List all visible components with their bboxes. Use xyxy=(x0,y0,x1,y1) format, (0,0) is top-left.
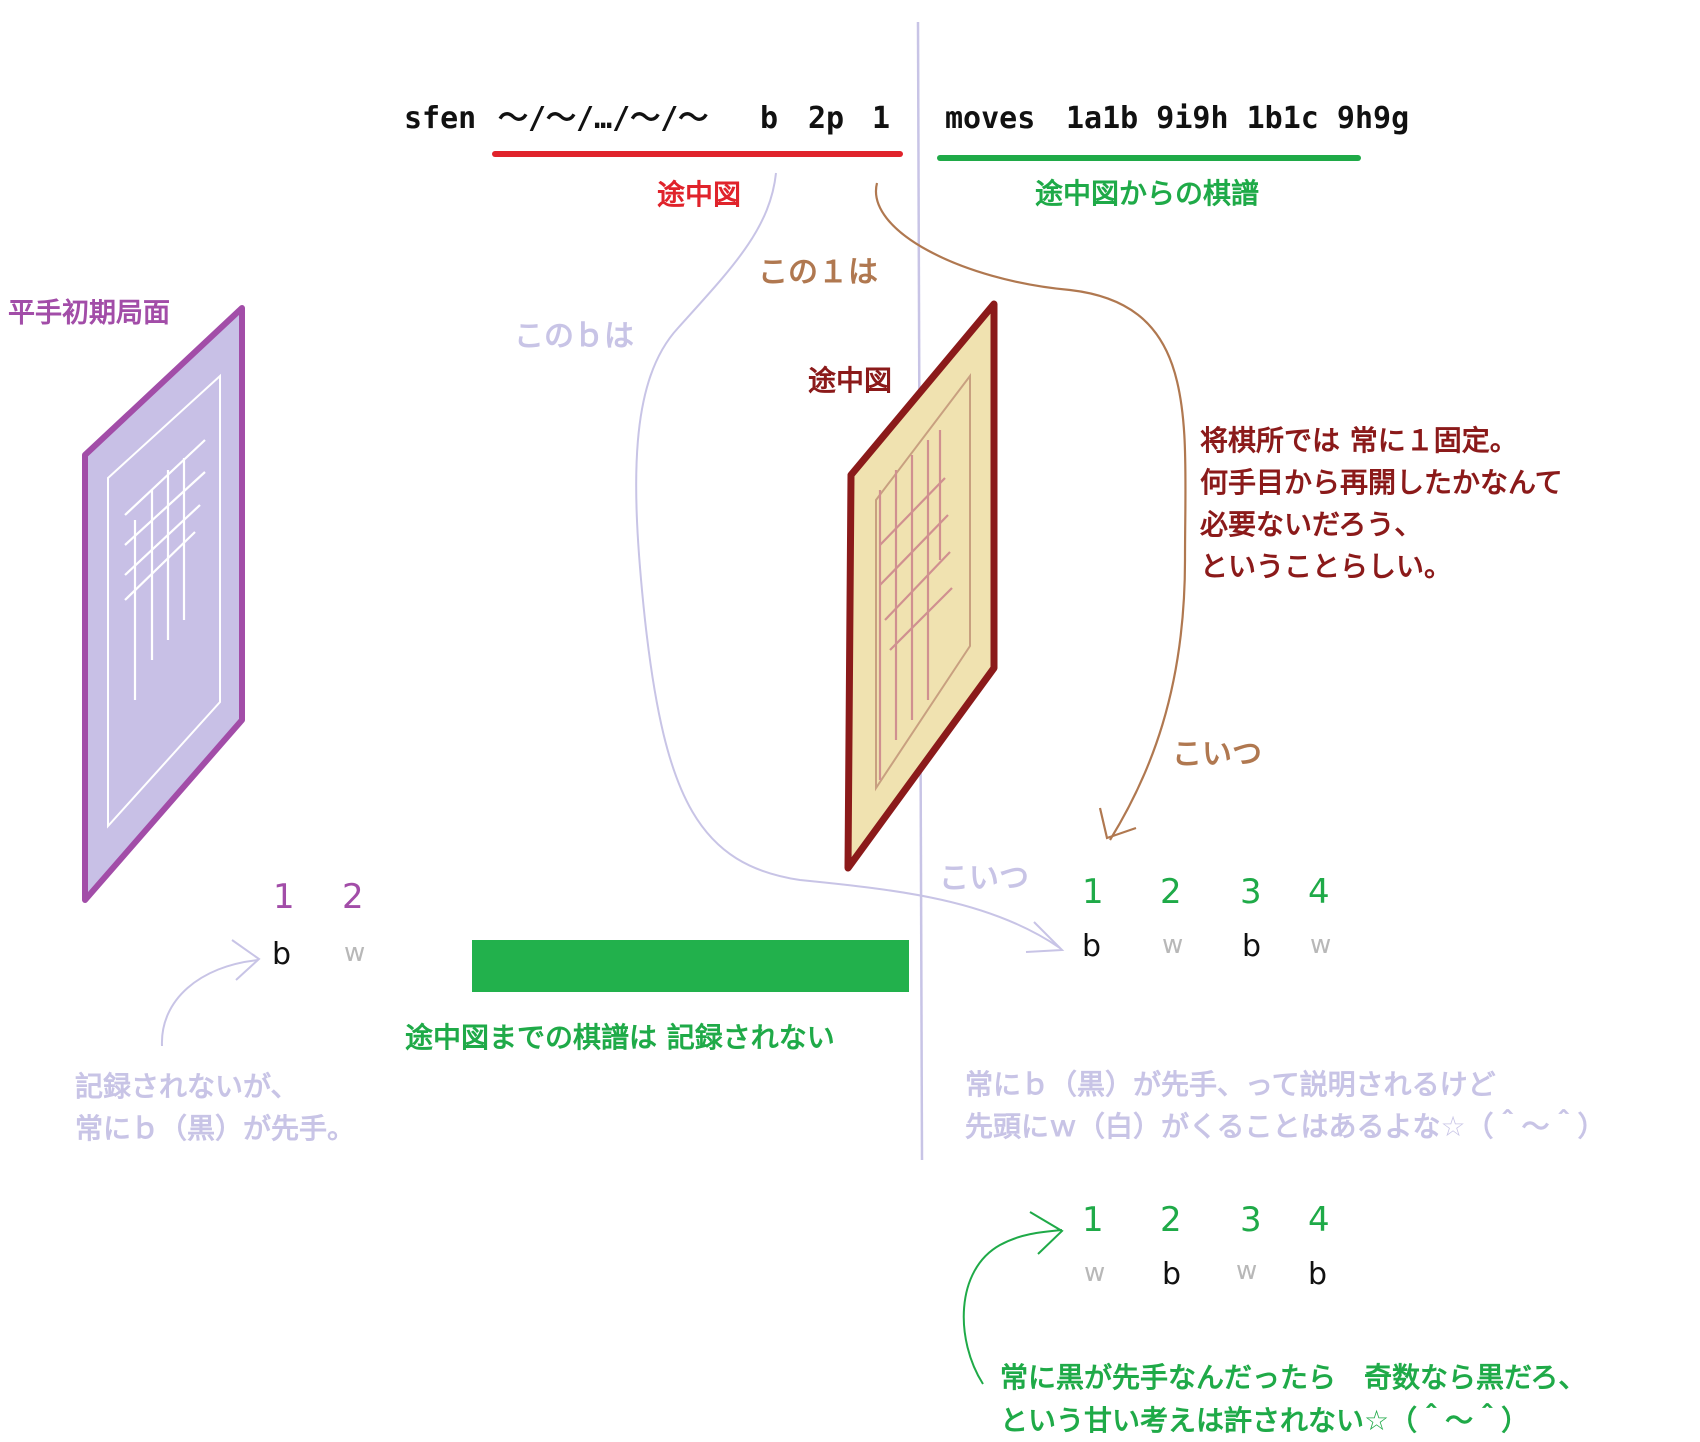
initial-position-label: 平手初期局面 xyxy=(8,298,170,329)
note-line: という甘い考えは許されない☆（＾〜＾） xyxy=(1000,1404,1530,1437)
seq-top-number: 3 xyxy=(1240,872,1262,912)
green-arrowhead xyxy=(1029,1211,1064,1255)
initial-board xyxy=(82,305,245,903)
seq-top-side: b xyxy=(1082,929,1102,964)
brown-arrowhead xyxy=(1098,807,1137,840)
note-line: 何手目から再開したかなんて xyxy=(1200,466,1563,499)
note-line: 記録されないが、 xyxy=(75,1070,299,1103)
shogidokoro-note: 将棋所では 常に１固定。 何手目から再開したかなんて 必要ないだろう、 というこ… xyxy=(1200,420,1563,588)
seq-top-number: 2 xyxy=(1160,872,1182,912)
always-black-note: 記録されないが、 常にｂ（黒）が先手。 xyxy=(75,1066,355,1150)
koitsu-brown-label: こいつ xyxy=(1172,737,1262,772)
moves-list: 1a1b 9i9h 1b1c 9h9g xyxy=(1066,101,1410,136)
seq-bottom-number: 1 xyxy=(1082,1200,1104,1240)
brown-arrow xyxy=(874,182,1187,841)
sfen-side: b xyxy=(760,101,779,136)
seq-bottom-side: b xyxy=(1308,1257,1328,1292)
moves-keyword: moves xyxy=(945,101,1036,136)
lavender-arrow xyxy=(635,172,1061,949)
this-b-label: このｂは xyxy=(514,319,634,354)
note-line: 将棋所では 常に１固定。 xyxy=(1200,424,1518,457)
seq-bottom-number: 4 xyxy=(1308,1200,1330,1240)
odd-numbers-note: 常に黒が先手なんだったら 奇数なら黒だろ、 という甘い考えは許されない☆（＾〜＾… xyxy=(1000,1356,1586,1442)
note-line: ということらしい。 xyxy=(1200,550,1453,583)
seq-top-side: w xyxy=(1310,930,1332,960)
sfen-position: 〜/〜/…/〜/〜 xyxy=(498,101,709,136)
seq-top-number: 1 xyxy=(1082,872,1104,912)
sfen-hand: 2p xyxy=(808,101,845,136)
position-label: 途中図 xyxy=(657,178,742,211)
seq-top-side: w xyxy=(1162,930,1184,960)
unrecorded-moves-bar xyxy=(472,940,909,992)
seq-bottom-side: w xyxy=(1084,1258,1106,1288)
seq-left-number: 2 xyxy=(342,877,364,917)
note-line: 先頭にｗ（白）がくることはあるよな☆（＾〜＾） xyxy=(965,1110,1606,1143)
seq-top-side: b xyxy=(1242,929,1262,964)
left-lavender-arrowhead xyxy=(231,939,261,981)
note-line: 常にｂ（黒）が先手。 xyxy=(75,1112,356,1145)
lavender-arrowhead xyxy=(1025,921,1065,953)
left-lavender-arrow xyxy=(160,959,259,1047)
midgame-board xyxy=(844,300,998,872)
green-arrow xyxy=(962,1229,1063,1385)
koitsu-lavender-label: こいつ xyxy=(939,861,1029,896)
sfen-keyword: sfen xyxy=(404,101,477,136)
seq-left-number: 1 xyxy=(273,877,295,917)
seq-top-number: 4 xyxy=(1308,872,1330,912)
not-recorded-label: 途中図までの棋譜は 記録されない xyxy=(405,1021,835,1054)
seq-bottom-side: w xyxy=(1236,1256,1258,1286)
seq-left-side: b xyxy=(272,937,292,972)
note-line: 必要ないだろう、 xyxy=(1200,508,1423,541)
seq-bottom-side: b xyxy=(1162,1257,1182,1292)
seq-bottom-number: 3 xyxy=(1240,1200,1262,1240)
seq-bottom-number: 2 xyxy=(1160,1200,1182,1240)
explained-note: 常にｂ（黒）が先手、って説明されるけど 先頭にｗ（白）がくることはあるよな☆（＾… xyxy=(965,1064,1606,1148)
moves-label: 途中図からの棋譜 xyxy=(1035,177,1260,210)
this-one-label: この１は xyxy=(758,255,878,290)
note-line: 常にｂ（黒）が先手、って説明されるけど xyxy=(965,1068,1496,1101)
seq-left-side: w xyxy=(344,938,366,968)
midgame-board-label: 途中図 xyxy=(808,364,893,397)
note-line: 常に黒が先手なんだったら 奇数なら黒だろ、 xyxy=(1000,1361,1587,1394)
sfen-ply: 1 xyxy=(872,101,891,136)
